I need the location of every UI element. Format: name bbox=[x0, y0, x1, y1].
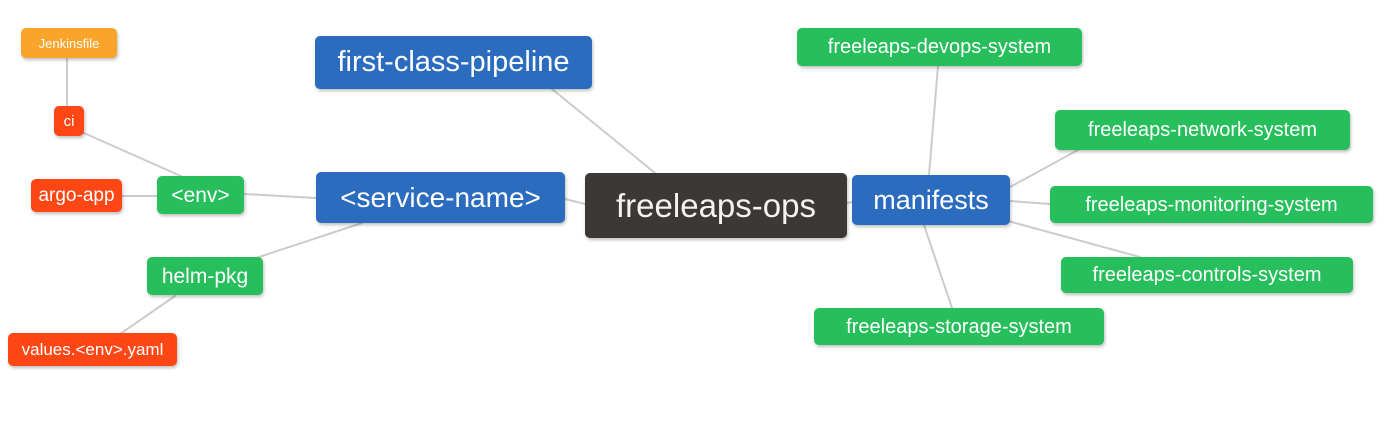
node-ci[interactable]: ci bbox=[54, 106, 84, 136]
node-ci-label: ci bbox=[63, 112, 75, 130]
node-freeleaps-controls-system[interactable]: freeleaps-controls-system bbox=[1061, 257, 1353, 293]
node-freeleaps-network-system-label: freeleaps-network-system bbox=[1088, 119, 1317, 141]
node-argo-app[interactable]: argo-app bbox=[31, 179, 122, 212]
edge-freeleaps-ops-manifests bbox=[846, 201, 853, 204]
node-helm-pkg[interactable]: helm-pkg bbox=[147, 257, 263, 295]
edge-manifests-storage-system bbox=[923, 224, 953, 309]
edge-manifests-network-system bbox=[1009, 149, 1079, 188]
node-freeleaps-monitoring-system[interactable]: freeleaps-monitoring-system bbox=[1050, 186, 1373, 223]
edge-service-name-helm-pkg bbox=[255, 222, 363, 259]
node-freeleaps-monitoring-system-label: freeleaps-monitoring-system bbox=[1085, 193, 1338, 216]
node-first-class-pipeline[interactable]: first-class-pipeline bbox=[315, 36, 592, 89]
node-freeleaps-ops-label: freeleaps-ops bbox=[616, 187, 816, 224]
node-service-name[interactable]: <service-name> bbox=[316, 172, 565, 223]
node-jenkinsfile-label: Jenkinsfile bbox=[38, 35, 100, 51]
node-freeleaps-controls-system-label: freeleaps-controls-system bbox=[1092, 264, 1322, 286]
edge-freeleaps-ops-first-class-pipeline bbox=[551, 88, 656, 174]
node-freeleaps-ops-root[interactable]: freeleaps-ops bbox=[585, 173, 847, 238]
edge-helm-pkg-values-env-yaml bbox=[119, 295, 176, 335]
node-helm-pkg-label: helm-pkg bbox=[161, 264, 249, 288]
node-freeleaps-storage-system[interactable]: freeleaps-storage-system bbox=[814, 308, 1104, 345]
edge-service-name-env bbox=[243, 193, 317, 199]
node-jenkinsfile[interactable]: Jenkinsfile bbox=[21, 28, 117, 58]
node-freeleaps-network-system[interactable]: freeleaps-network-system bbox=[1055, 110, 1350, 150]
node-manifests[interactable]: manifests bbox=[852, 175, 1010, 225]
node-env[interactable]: <env> bbox=[157, 176, 244, 214]
node-manifests-label: manifests bbox=[873, 184, 989, 215]
node-values-env-yaml[interactable]: values.<env>.yaml bbox=[8, 333, 177, 366]
node-freeleaps-devops-system-label: freeleaps-devops-system bbox=[827, 36, 1052, 58]
edge-manifests-controls-system bbox=[1007, 220, 1141, 258]
node-values-env-yaml-label: values.<env>.yaml bbox=[21, 340, 164, 359]
edge-manifests-monitoring-system bbox=[1009, 200, 1051, 205]
node-first-class-pipeline-label: first-class-pipeline bbox=[337, 46, 570, 78]
node-service-name-label: <service-name> bbox=[340, 181, 541, 213]
node-freeleaps-devops-system[interactable]: freeleaps-devops-system bbox=[797, 28, 1082, 66]
node-env-label: <env> bbox=[171, 183, 230, 207]
node-freeleaps-storage-system-label: freeleaps-storage-system bbox=[846, 315, 1072, 338]
edge-env-ci bbox=[83, 132, 184, 178]
node-argo-app-label: argo-app bbox=[38, 185, 115, 206]
edge-freeleaps-ops-service-name bbox=[564, 198, 586, 205]
edge-manifests-devops-system bbox=[928, 65, 939, 176]
